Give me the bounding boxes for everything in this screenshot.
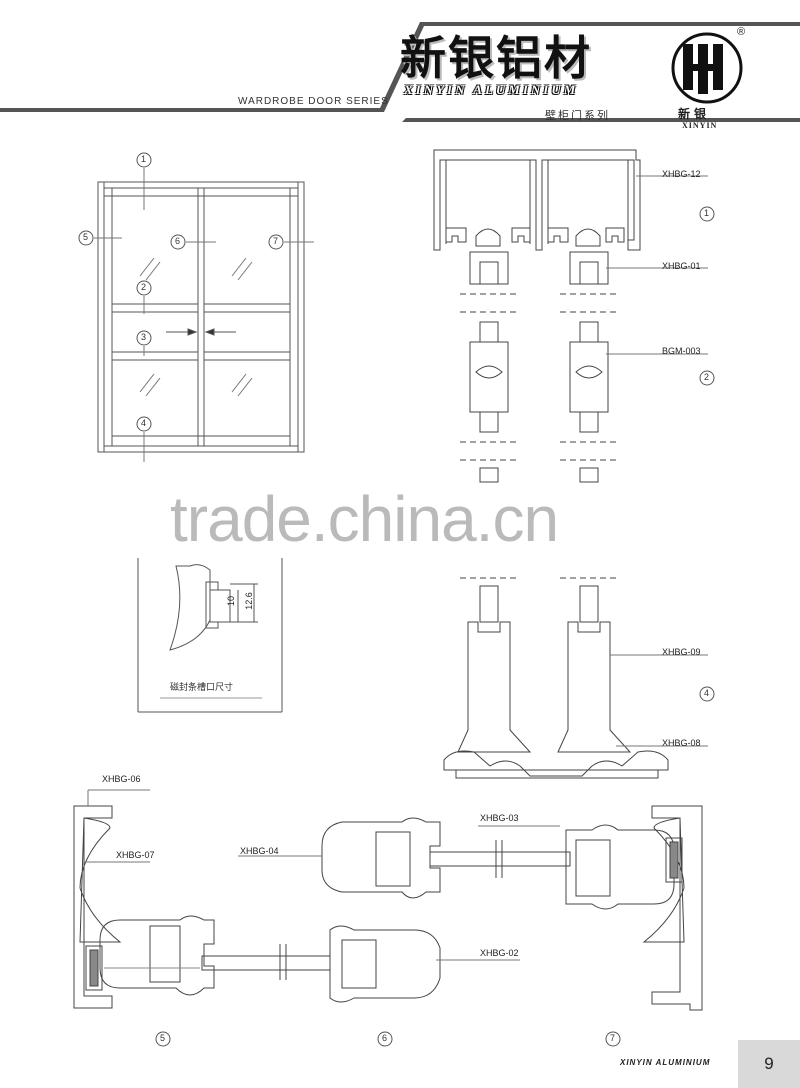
section-number-5: 5 — [160, 1033, 166, 1043]
elevation-callout-7: 7 — [273, 236, 279, 246]
brand-name-english: XINYIN ALUMINIUM — [404, 82, 579, 97]
registered-mark: ® — [737, 26, 746, 38]
elevation-callout-4: 4 — [141, 418, 147, 428]
profile-label-xhbg09: XHBG-09 — [662, 647, 701, 657]
section-number-1: 1 — [704, 208, 710, 218]
profile-label-xhbg12: XHBG-12 — [662, 169, 701, 179]
section-number-7: 7 — [610, 1033, 616, 1043]
section-number-6: 6 — [382, 1033, 388, 1043]
section-number-2: 2 — [704, 372, 710, 382]
section-number-4: 4 — [704, 688, 710, 698]
logo-name-english: XINYIN — [682, 121, 718, 130]
vertical-section — [433, 149, 708, 779]
profile-label-xhbg06: XHBG-06 — [102, 774, 141, 784]
section-callout-circles — [699, 206, 715, 702]
profile-label-xhbg08: XHBG-08 — [662, 738, 701, 748]
profile-label-xhbg03: XHBG-03 — [480, 813, 519, 823]
profile-label-bgm003: BGM-003 — [662, 346, 701, 356]
bottom-callout-circles — [155, 1031, 621, 1047]
horizontal-section — [73, 789, 703, 1011]
elevation-callout-5: 5 — [83, 232, 89, 242]
page-number: 9 — [738, 1040, 800, 1088]
detail-caption: 磁封条槽口尺寸 — [170, 683, 234, 693]
elevation-callout-2: 2 — [141, 282, 147, 292]
series-title-chinese: 壁柜门系列 — [545, 109, 610, 122]
logo-name-chinese: 新银 — [678, 107, 711, 121]
profile-label-xhbg01: XHBG-01 — [662, 261, 701, 271]
header-band — [0, 22, 800, 122]
profile-label-xhbg02: XHBG-02 — [480, 948, 519, 958]
elevation-callout-1: 1 — [141, 154, 147, 164]
profile-label-xhbg07: XHBG-07 — [116, 850, 155, 860]
dimension-12-6: 12.6 — [243, 592, 254, 610]
series-title-english: WARDROBE DOOR SERIES — [238, 96, 389, 107]
xinyin-logo-mark — [671, 32, 743, 104]
dimension-10: 10 — [226, 595, 237, 607]
elevation-callout-3: 3 — [141, 332, 147, 342]
elevation-callout-circles — [78, 152, 284, 432]
brand-name-chinese: 新银铝材 — [400, 31, 592, 85]
door-elevation — [94, 168, 314, 462]
profile-label-xhbg04: XHBG-04 — [240, 846, 279, 856]
footer-brand: XINYIN ALUMINIUM — [620, 1058, 711, 1067]
watermark-text: trade.china.cn — [170, 483, 559, 555]
magnetic-seal-detail — [137, 558, 283, 713]
elevation-callout-6: 6 — [175, 236, 181, 246]
